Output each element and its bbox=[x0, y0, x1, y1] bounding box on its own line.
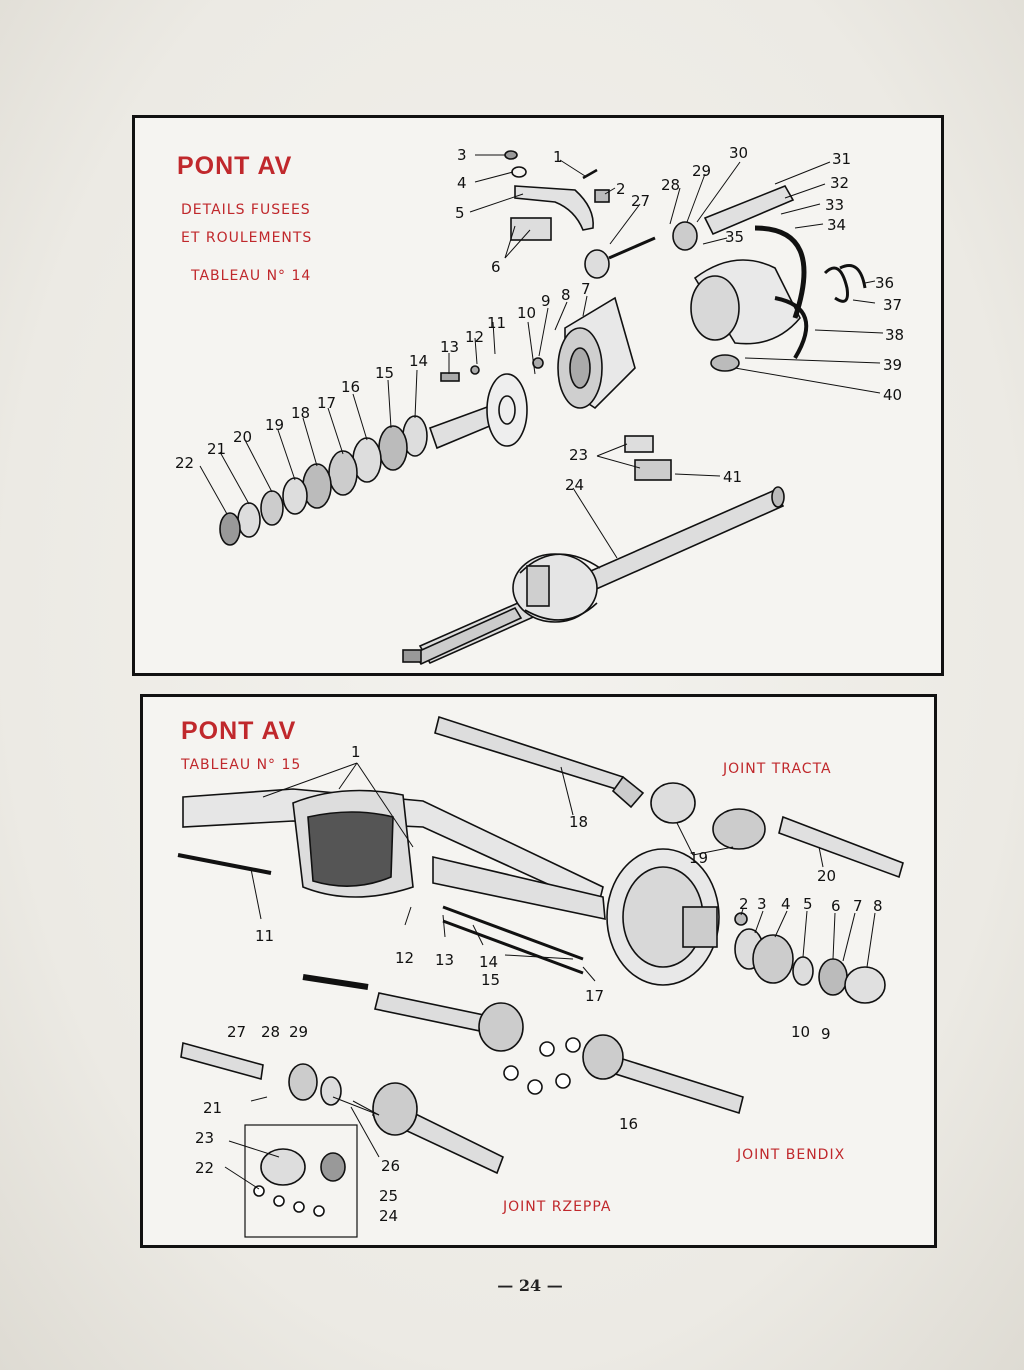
callout-32: 32 bbox=[830, 174, 849, 192]
callout-11: 11 bbox=[487, 314, 506, 332]
diagram-panel-tableau-15: PONT AV TABLEAU N° 15 JOINT TRACTA JOINT… bbox=[140, 694, 937, 1248]
callout-14: 14 bbox=[409, 352, 428, 370]
callout-5: 5 bbox=[803, 895, 813, 913]
callout-1: 1 bbox=[351, 743, 361, 761]
callout-24: 24 bbox=[379, 1207, 398, 1225]
callout-26: 26 bbox=[381, 1157, 400, 1175]
callout-16: 16 bbox=[341, 378, 360, 396]
callout-7: 7 bbox=[581, 280, 591, 298]
callout-36: 36 bbox=[875, 274, 894, 292]
label-joint-tracta: JOINT TRACTA bbox=[723, 761, 832, 777]
callout-40: 40 bbox=[883, 386, 902, 404]
callout-23: 23 bbox=[195, 1129, 214, 1147]
callout-31: 31 bbox=[832, 150, 851, 168]
callout-12: 12 bbox=[465, 328, 484, 346]
page-number: — 24 — bbox=[497, 1276, 563, 1295]
panel-subtitle-line2: ET ROULEMENTS bbox=[181, 230, 313, 246]
callout-1: 1 bbox=[553, 148, 563, 166]
callout-29: 29 bbox=[289, 1023, 308, 1041]
callout-41: 41 bbox=[723, 468, 742, 486]
callout-2: 2 bbox=[616, 180, 626, 198]
callout-37: 37 bbox=[883, 296, 902, 314]
callout-8: 8 bbox=[873, 897, 883, 915]
callout-24: 24 bbox=[565, 476, 584, 494]
callout-29: 29 bbox=[692, 162, 711, 180]
callout-28: 28 bbox=[261, 1023, 280, 1041]
callout-27: 27 bbox=[631, 192, 650, 210]
callout-13: 13 bbox=[440, 338, 459, 356]
label-joint-bendix: JOINT BENDIX bbox=[737, 1147, 846, 1163]
callout-17: 17 bbox=[585, 987, 604, 1005]
table-reference: TABLEAU N° 15 bbox=[181, 757, 302, 773]
callout-15: 15 bbox=[481, 971, 500, 989]
label-joint-rzeppa: JOINT RZEPPA bbox=[503, 1199, 612, 1215]
callout-17: 17 bbox=[317, 394, 336, 412]
callout-6: 6 bbox=[831, 897, 841, 915]
diagram-panel-tableau-14: PONT AV DETAILS FUSEES ET ROULEMENTS TAB… bbox=[132, 115, 944, 676]
callout-22: 22 bbox=[195, 1159, 214, 1177]
callout-5: 5 bbox=[455, 204, 465, 222]
callout-6: 6 bbox=[491, 258, 501, 276]
callout-7: 7 bbox=[853, 897, 863, 915]
callout-3: 3 bbox=[757, 895, 767, 913]
callout-14: 14 bbox=[479, 953, 498, 971]
panel-title: PONT AV bbox=[181, 717, 297, 745]
callout-22: 22 bbox=[175, 454, 194, 472]
callout-12: 12 bbox=[395, 949, 414, 967]
callout-16: 16 bbox=[619, 1115, 638, 1133]
callout-33: 33 bbox=[825, 196, 844, 214]
callout-8: 8 bbox=[561, 286, 571, 304]
callout-10: 10 bbox=[517, 304, 536, 322]
callout-13: 13 bbox=[435, 951, 454, 969]
exploded-view-pont-av: 1 18 19 20 11 12 13 14 15 17 2 3 4 5 6 7… bbox=[177, 715, 904, 1238]
callout-27: 27 bbox=[227, 1023, 246, 1041]
callout-35: 35 bbox=[725, 228, 744, 246]
callout-34: 34 bbox=[827, 216, 846, 234]
panel-title: PONT AV bbox=[177, 152, 293, 180]
callout-20: 20 bbox=[817, 867, 836, 885]
callout-21: 21 bbox=[207, 440, 226, 458]
callout-38: 38 bbox=[885, 326, 904, 344]
callout-4: 4 bbox=[457, 174, 467, 192]
callout-15: 15 bbox=[375, 364, 394, 382]
callout-39: 39 bbox=[883, 356, 902, 374]
callout-25: 25 bbox=[379, 1187, 398, 1205]
callout-28: 28 bbox=[661, 176, 680, 194]
callout-labels: 3 4 5 6 1 2 27 28 29 30 31 32 33 34 35 3… bbox=[175, 144, 904, 494]
callout-23: 23 bbox=[569, 446, 588, 464]
callout-18: 18 bbox=[291, 404, 310, 422]
callout-4: 4 bbox=[781, 895, 791, 913]
callout-20: 20 bbox=[233, 428, 252, 446]
exploded-view-fusee-roulements: 3 4 5 6 1 2 27 28 29 30 31 32 33 34 35 3… bbox=[175, 144, 904, 666]
callout-19: 19 bbox=[265, 416, 284, 434]
callout-3: 3 bbox=[457, 146, 467, 164]
callout-30: 30 bbox=[729, 144, 748, 162]
callout-10: 10 bbox=[791, 1023, 810, 1041]
callout-21: 21 bbox=[203, 1099, 222, 1117]
callout-9: 9 bbox=[541, 292, 551, 310]
callout-18: 18 bbox=[569, 813, 588, 831]
table-reference: TABLEAU N° 14 bbox=[191, 268, 312, 284]
callout-19: 19 bbox=[689, 849, 708, 867]
panel-subtitle-line1: DETAILS FUSEES bbox=[181, 202, 311, 218]
callout-labels: 1 18 19 20 11 12 13 14 15 17 2 3 4 5 6 7… bbox=[195, 743, 883, 1225]
callout-9: 9 bbox=[821, 1025, 831, 1043]
callout-11: 11 bbox=[255, 927, 274, 945]
callout-2: 2 bbox=[739, 895, 749, 913]
